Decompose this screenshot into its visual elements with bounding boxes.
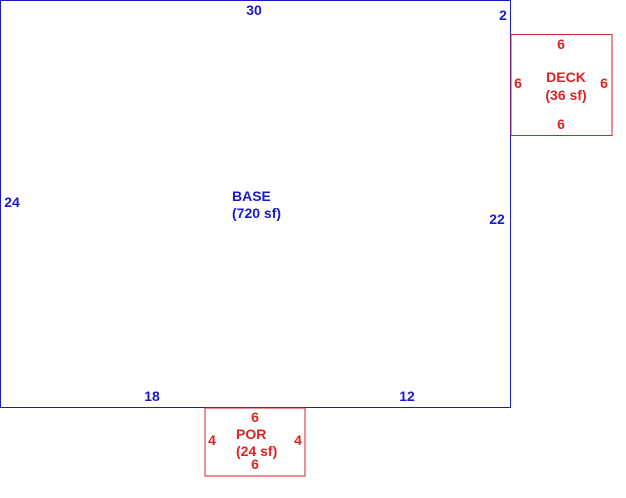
base-dim-top: 30 — [246, 2, 262, 18]
porch-dim-bottom: 6 — [251, 456, 259, 472]
base-dim-bottom-left: 18 — [144, 388, 160, 404]
porch-dim-right: 4 — [294, 432, 302, 448]
base-dim-bottom-right: 12 — [399, 388, 415, 404]
deck-name: DECK — [546, 69, 586, 85]
base-name: BASE — [232, 188, 271, 204]
deck-labels: 6 6 6 6 DECK (36 sf) — [514, 36, 608, 132]
deck-dim-left: 6 — [514, 75, 522, 91]
deck-outline — [510, 34, 613, 136]
porch-area: (24 sf) — [236, 443, 277, 459]
deck-dim-top: 6 — [557, 36, 565, 52]
base-labels: 30 2 24 22 18 12 BASE (720 sf) — [4, 2, 507, 404]
porch-outline — [204, 407, 306, 477]
deck-area: (36 sf) — [545, 87, 586, 103]
base-dim-top-right: 2 — [499, 7, 507, 23]
base-dim-right: 22 — [489, 211, 505, 227]
base-outline — [0, 0, 511, 408]
deck-dim-right: 6 — [600, 75, 608, 91]
base-dim-left: 24 — [4, 194, 20, 210]
porch-name: POR — [236, 426, 266, 442]
base-area: (720 sf) — [232, 205, 281, 221]
porch-labels: 6 4 4 6 POR (24 sf) — [208, 409, 302, 472]
porch-dim-left: 4 — [208, 432, 216, 448]
porch-dim-top: 6 — [251, 409, 259, 425]
deck-dim-bottom: 6 — [557, 116, 565, 132]
